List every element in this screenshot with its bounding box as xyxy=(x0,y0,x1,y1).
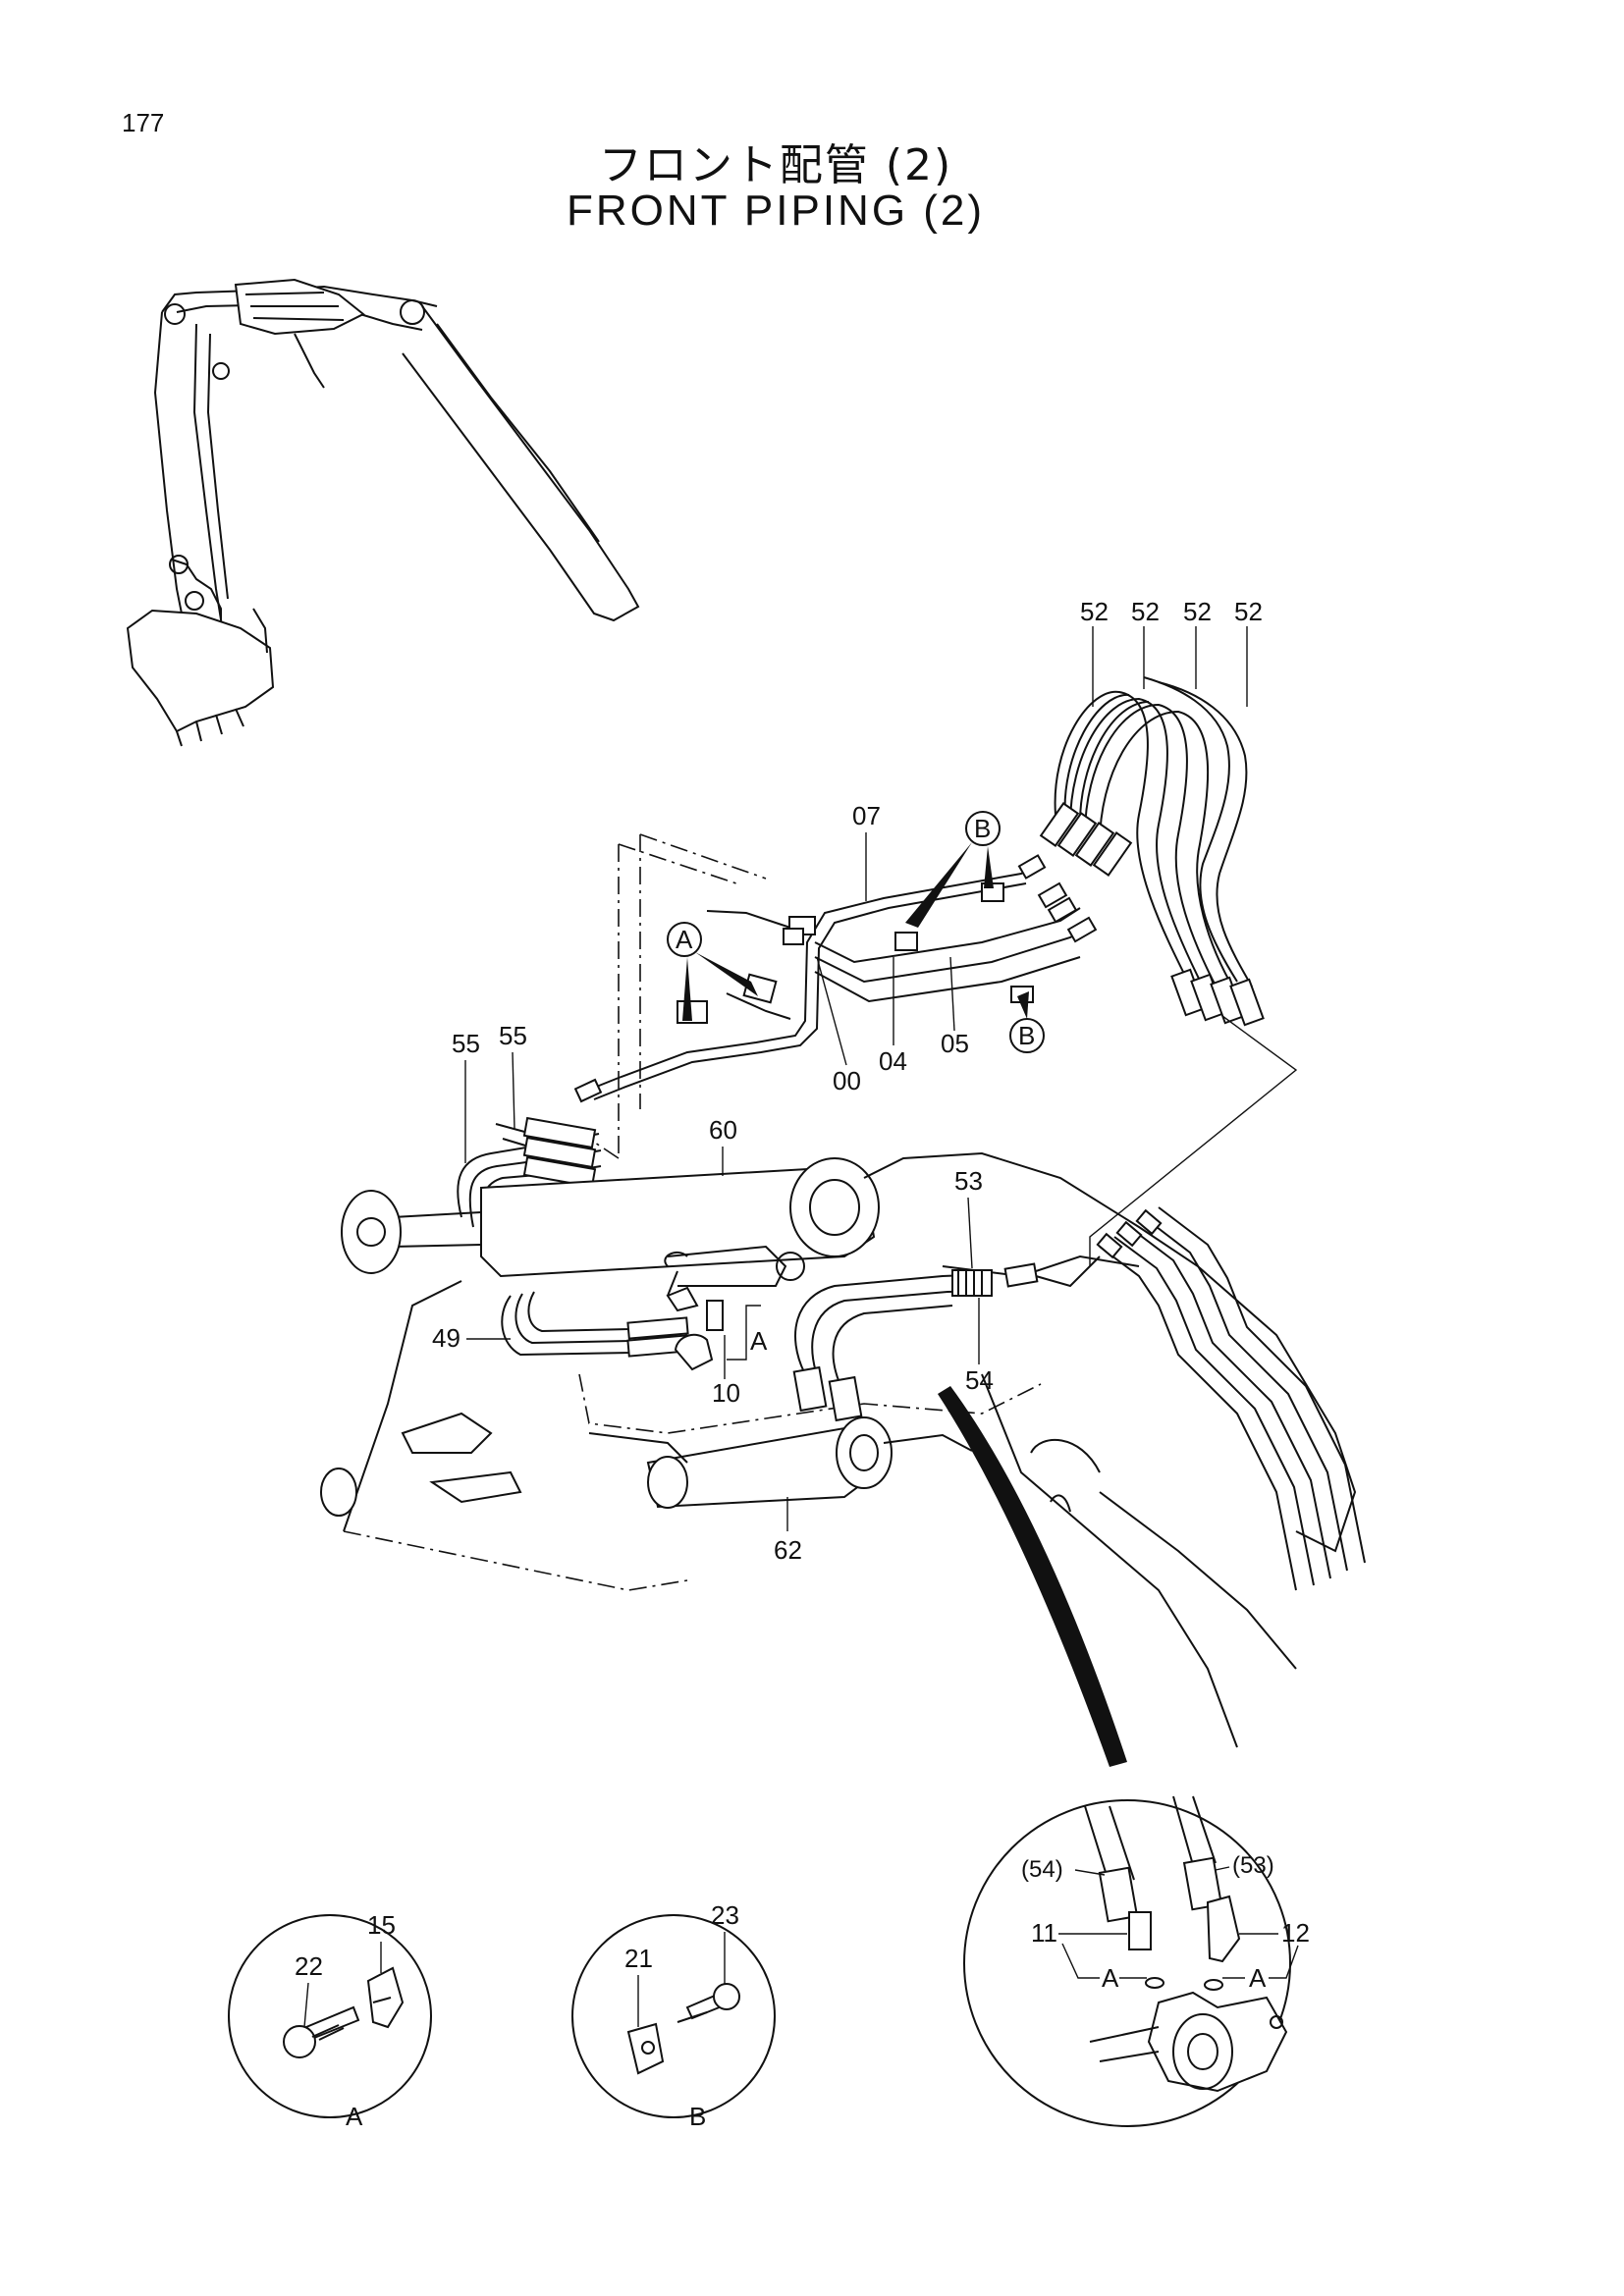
callout-10: 10 xyxy=(712,1378,740,1408)
reference-lines xyxy=(588,833,1298,1266)
view-label-a: A xyxy=(346,2102,363,2131)
callout-52: 52 xyxy=(1183,597,1212,626)
detail-leader xyxy=(938,1386,1127,1767)
title-japanese: フロント配管 (2) xyxy=(598,140,953,190)
detail-view-fittings xyxy=(963,1795,1291,2127)
view-marker-b-top: B xyxy=(905,811,1001,928)
callout-54-ref: (54) xyxy=(1021,1856,1063,1883)
boom-cylinder-60 xyxy=(341,1157,880,1278)
callout-04: 04 xyxy=(879,1046,907,1076)
svg-text:B: B xyxy=(974,814,991,843)
callout-05: 05 xyxy=(941,1029,969,1058)
callout-62: 62 xyxy=(774,1535,802,1565)
view-marker-a-near-10: A xyxy=(727,1305,768,1361)
view-label-b: B xyxy=(689,2102,706,2131)
svg-text:A: A xyxy=(676,925,693,954)
hose-assembly-49 xyxy=(501,1291,689,1358)
callout-11: 11 xyxy=(1031,1918,1057,1948)
callout-00: 00 xyxy=(833,1066,861,1095)
hoses-53-54 xyxy=(792,1269,993,1422)
detail-view-b xyxy=(571,1914,776,2118)
svg-text:B: B xyxy=(1018,1021,1035,1050)
hose-fittings-lower xyxy=(1170,968,1265,1027)
page-number: 177 xyxy=(122,108,165,137)
callout-55: 55 xyxy=(452,1029,480,1058)
detail-view-a xyxy=(228,1914,432,2118)
view-marker-a-detail-left: A xyxy=(1061,1943,1147,1993)
svg-text:A: A xyxy=(1102,1963,1119,1993)
title-english: FRONT PIPING (2) xyxy=(566,187,986,235)
callout-15: 15 xyxy=(367,1910,396,1940)
callout-52-leaders xyxy=(1092,626,1248,707)
hose-assembly-52 xyxy=(1039,676,1265,1027)
hose-fittings-upper xyxy=(1039,802,1133,877)
callout-52: 52 xyxy=(1080,597,1109,626)
callout-22: 22 xyxy=(295,1951,323,1981)
view-marker-a-detail-right: A xyxy=(1222,1945,1299,1993)
pipe-assembly xyxy=(573,854,1098,1103)
callout-12: 12 xyxy=(1281,1918,1310,1948)
arm-cylinder-62 xyxy=(588,1416,973,1509)
excavator-overview-illustration xyxy=(126,278,640,747)
view-marker-a-top: A xyxy=(667,922,758,1021)
svg-text:A: A xyxy=(1249,1963,1267,1993)
fitting-10 xyxy=(664,1251,724,1371)
svg-text:A: A xyxy=(750,1326,768,1356)
callout-49: 49 xyxy=(432,1323,460,1353)
callout-52: 52 xyxy=(1234,597,1263,626)
callout-23: 23 xyxy=(711,1900,739,1930)
callout-07: 07 xyxy=(852,801,881,830)
callout-53: 53 xyxy=(954,1166,983,1196)
callout-55: 55 xyxy=(499,1021,527,1050)
callout-54: 54 xyxy=(965,1365,994,1395)
hose-assembly-55 xyxy=(457,1116,602,1240)
callout-52: 52 xyxy=(1131,597,1160,626)
callout-53-ref: (53) xyxy=(1232,1852,1274,1879)
callout-60: 60 xyxy=(709,1115,737,1145)
callout-21: 21 xyxy=(624,1944,653,1973)
pipe-bundle-right xyxy=(1003,1206,1366,1591)
view-marker-b-right: B xyxy=(1009,991,1045,1053)
rod-clamp xyxy=(667,1245,805,1287)
